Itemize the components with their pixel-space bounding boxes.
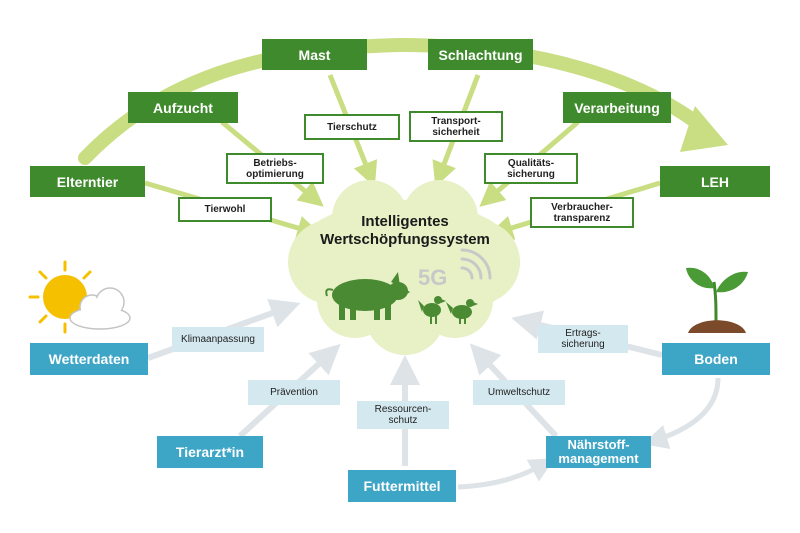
label-transportsicherheit: Transport- sicherheit: [409, 111, 503, 142]
label-tierwohl: Tierwohl: [178, 197, 272, 222]
node-boden: Boden: [662, 343, 770, 375]
node-aufzucht: Aufzucht: [128, 92, 238, 123]
node-wetterdaten: Wetterdaten: [30, 343, 148, 375]
node-futtermittel: Futtermittel: [348, 470, 456, 502]
node-tierarzt: Tierarzt*in: [157, 436, 263, 468]
node-naehrstoffmanagement: Nährstoff- management: [546, 436, 651, 468]
label-ertragssicherung: Ertrags- sicherung: [538, 325, 628, 353]
label-qualitaetssicherung: Qualitäts- sicherung: [484, 153, 578, 184]
arrow-boden-to-naehrstoff: [642, 377, 721, 449]
arrow-futter-to-naehrstoff: [457, 458, 555, 490]
label-praevention: Prävention: [248, 380, 340, 405]
node-schlachtung: Schlachtung: [428, 39, 533, 70]
node-leh: LEH: [660, 166, 770, 197]
label-tierschutz: Tierschutz: [304, 114, 400, 140]
label-umweltschutz: Umweltschutz: [473, 380, 565, 405]
5g-badge: 5G: [418, 265, 448, 290]
chicken-icon: [446, 299, 478, 324]
chicken-icon: [418, 296, 446, 324]
node-elterntier: Elterntier: [30, 166, 145, 197]
label-verbrauchertransparenz: Verbraucher- transparenz: [530, 197, 634, 228]
label-betriebsoptimierung: Betriebs- optimierung: [226, 153, 324, 184]
wifi-icon: [460, 248, 492, 280]
pig-icon: [325, 272, 410, 320]
center-cloud: [288, 180, 520, 355]
label-ressourcenschutz: Ressourcen- schutz: [357, 401, 449, 429]
label-klimaanpassung: Klimaanpassung: [172, 327, 264, 352]
node-mast: Mast: [262, 39, 367, 70]
node-verarbeitung: Verarbeitung: [563, 92, 671, 123]
value-chain-arc-head: [680, 106, 728, 152]
center-title: Intelligentes Wertschöpfungssystem: [320, 213, 490, 248]
plant-icon: [686, 267, 748, 333]
